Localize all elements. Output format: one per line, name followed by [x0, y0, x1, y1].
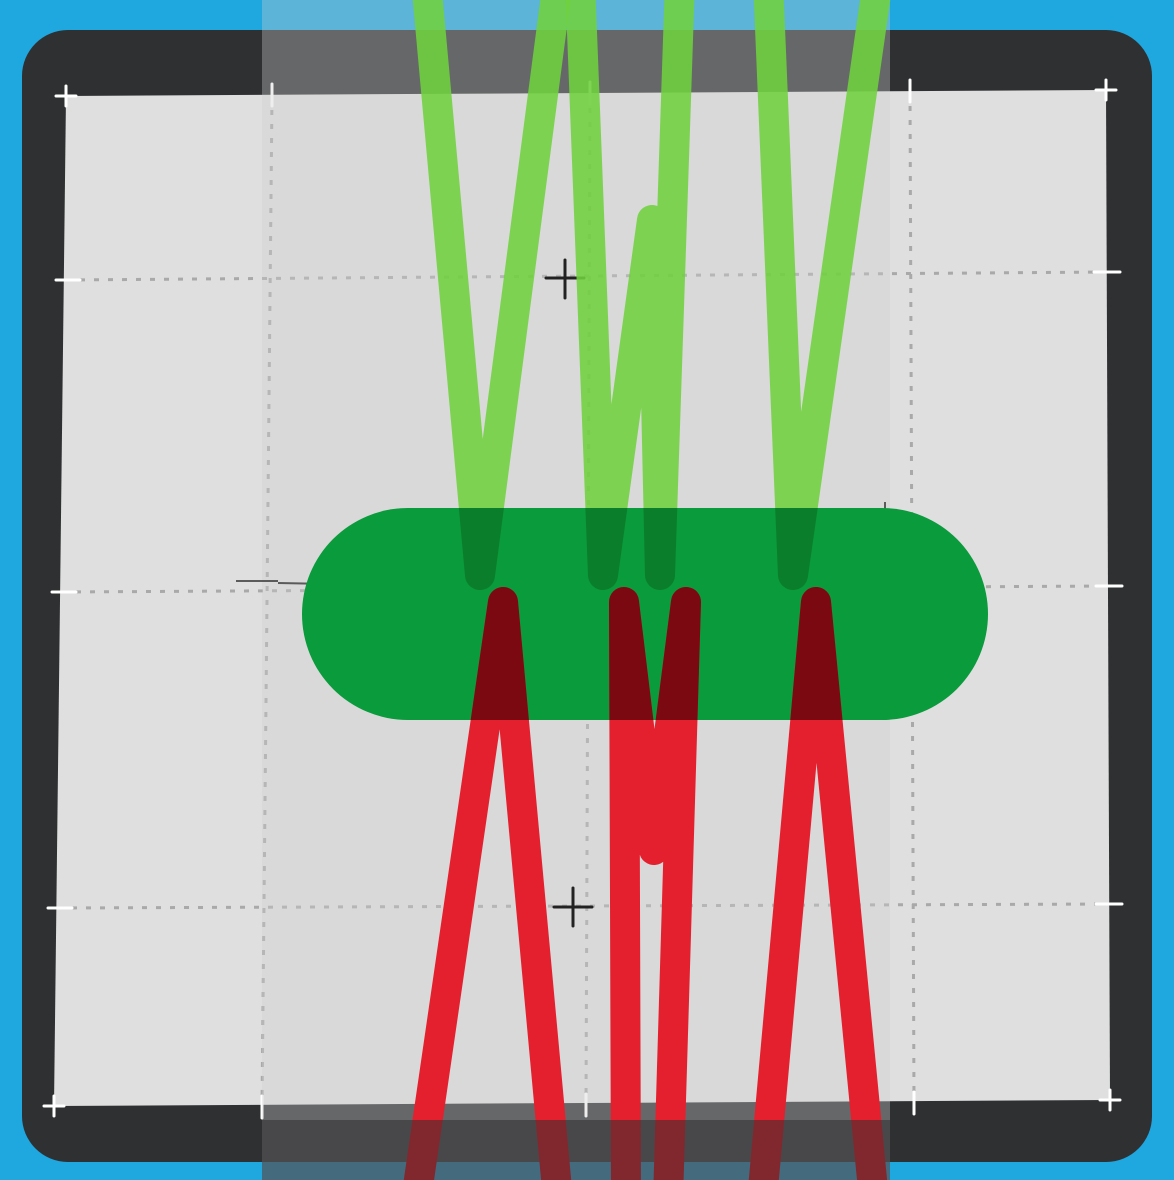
- frame-shadow-over-red-strands: [262, 1120, 890, 1180]
